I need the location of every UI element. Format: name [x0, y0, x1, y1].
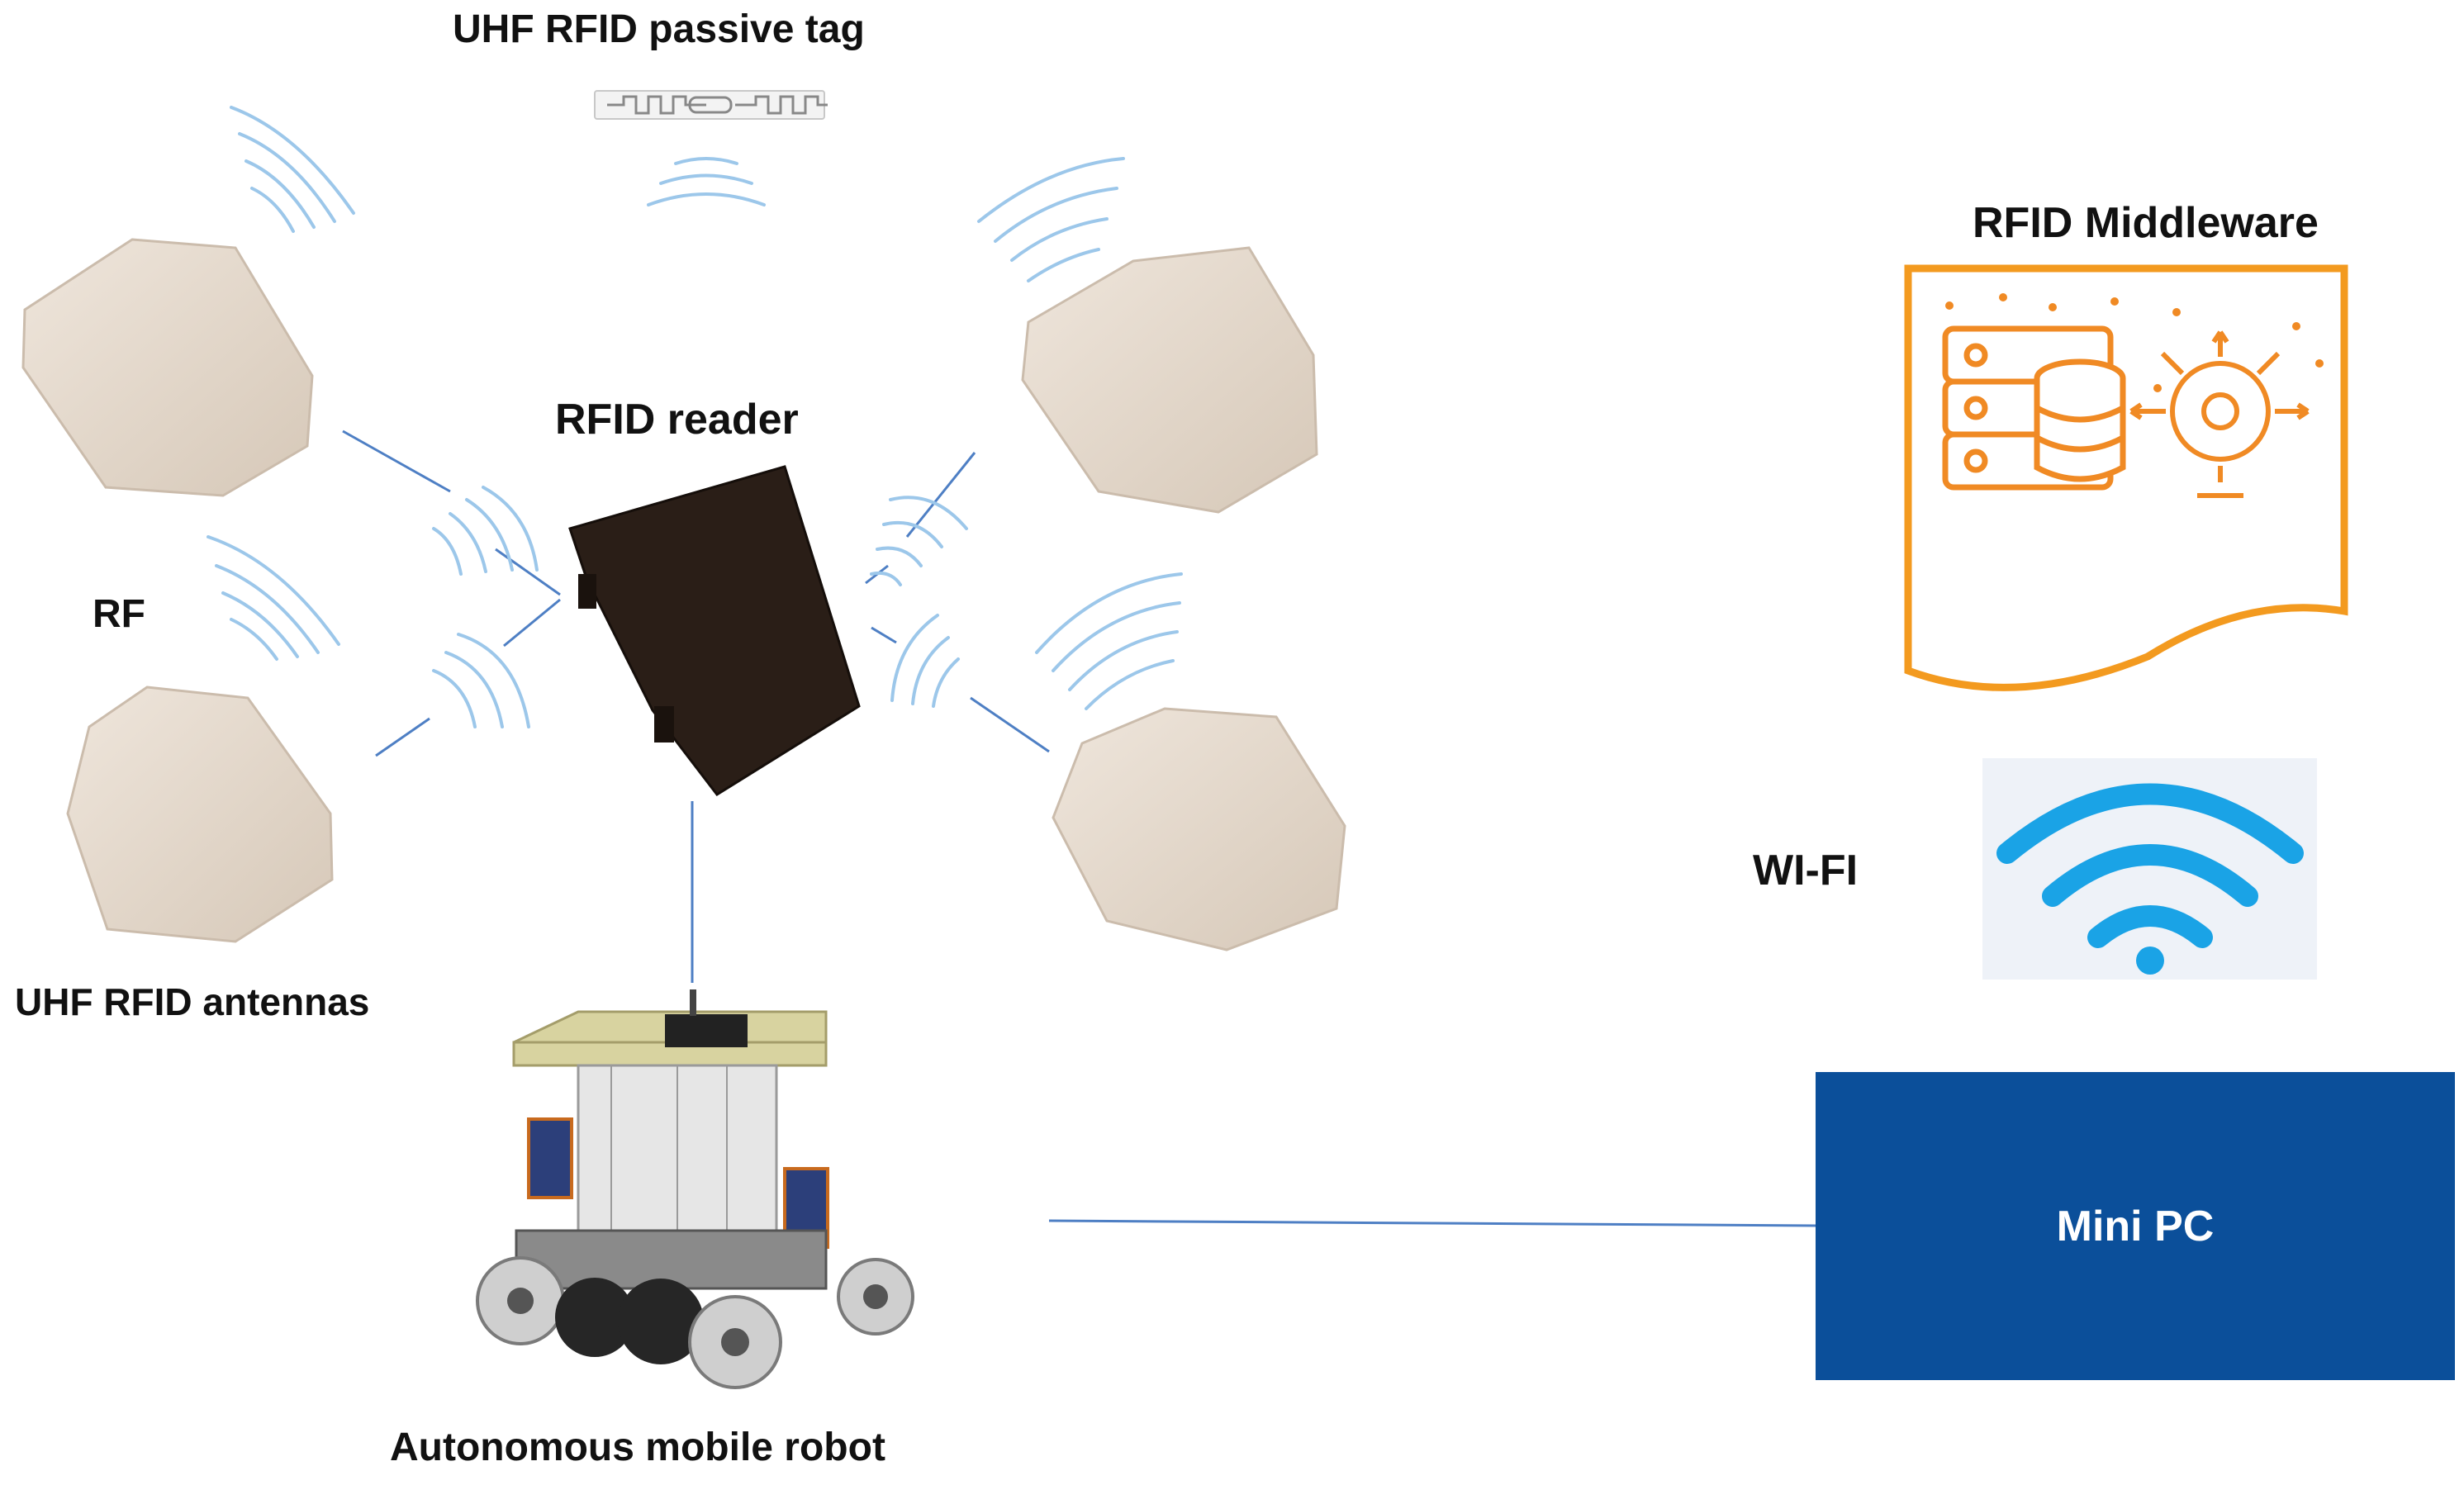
wifi-icon	[1982, 758, 2317, 980]
rfid-reader-label: RFID reader	[555, 396, 799, 444]
mini-pc-box: Mini PC	[1816, 1072, 2455, 1380]
robot-label: Autonomous mobile robot	[390, 1426, 885, 1469]
rf-wave-top-right-icon	[977, 157, 1125, 282]
antennas-label: UHF RFID antennas	[15, 980, 370, 1023]
link-reader-right2	[871, 626, 897, 644]
antenna-bottom-right-icon	[1052, 707, 1346, 951]
rf-wave-reader-ur-icon	[870, 496, 968, 586]
mini-pc-label: Mini PC	[2056, 1202, 2215, 1250]
link-robot-minipc	[1048, 1219, 1816, 1227]
rf-waves	[207, 106, 1183, 728]
antenna-bottom-left-icon	[66, 686, 334, 943]
rfid-reader-icon	[568, 465, 861, 796]
connection-lines	[342, 429, 1816, 1227]
server-database-icon	[1942, 325, 2126, 491]
middleware-label: RFID Middleware	[1973, 199, 2319, 247]
link-antenna-bl	[375, 717, 430, 757]
sparkle-dots	[1945, 293, 2324, 392]
rf-wave-mid-left-icon	[207, 535, 340, 661]
antenna-top-right-icon	[1021, 246, 1318, 514]
rf-label: RF	[93, 592, 145, 636]
rf-wave-top-left-icon	[230, 106, 355, 233]
passive-tag-label: UHF RFID passive tag	[453, 7, 865, 51]
link-antenna-tl	[342, 429, 451, 493]
antenna-top-left-icon	[21, 238, 314, 497]
link-antenna-tr	[905, 452, 976, 538]
rf-wave-right-icon	[1035, 572, 1183, 710]
wifi-label: WI-FI	[1753, 847, 1859, 894]
link-reader-left2	[503, 598, 561, 648]
uhf-tag-icon	[594, 90, 828, 120]
rf-wave-reader-ll-icon	[432, 633, 530, 728]
rf-wave-reader-lr-icon	[890, 614, 960, 708]
link-antenna-br	[970, 696, 1050, 753]
gear-icon	[2129, 330, 2310, 498]
rf-wave-reader-ul-icon	[432, 486, 539, 576]
rf-wave-tag-icon	[647, 157, 766, 206]
middleware-box	[1904, 264, 2348, 691]
robot-icon	[476, 989, 914, 1389]
link-reader-left	[495, 548, 561, 596]
